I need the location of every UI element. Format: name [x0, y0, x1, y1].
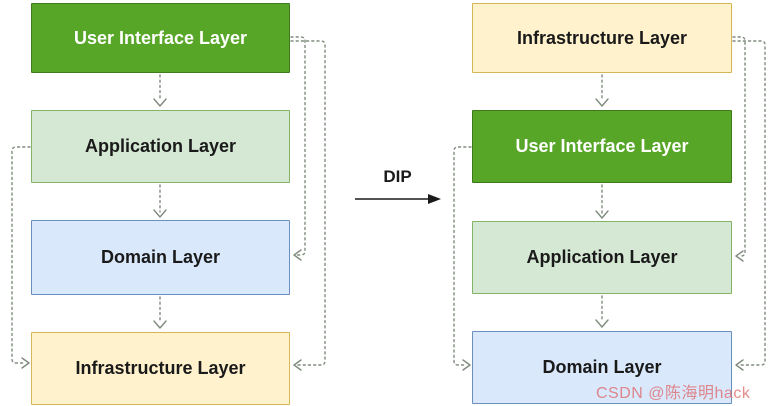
arrowhead-right-ui-to-app: [595, 210, 609, 219]
right-layer-domain-label: Domain Layer: [542, 357, 662, 377]
left-layer-domain-label: Domain Layer: [100, 247, 221, 267]
arrowhead-right-infra-to-domain: [735, 359, 744, 371]
left-layer-application-label: Application Layer: [84, 136, 237, 156]
right-layer-domain: Domain Layer: [472, 331, 732, 404]
arrowhead-left-domain-to-infra: [153, 320, 167, 329]
right-layer-infrastructure-label: Infrastructure Layer: [516, 27, 688, 48]
right-layer-user-interface-label: User Interface Layer: [515, 136, 689, 156]
arrowhead-left-ui-to-infra: [293, 359, 302, 371]
left-layer-domain: Domain Layer: [31, 220, 290, 295]
right-layer-user-interface: User Interface Layer: [472, 110, 732, 183]
connector-right-infra-to-app: [732, 36, 746, 257]
connector-left-app-to-infra: [11, 146, 31, 364]
left-layer-user-interface-label: User Interface Layer: [73, 27, 248, 48]
arrowhead-right-ui-to-domain: [462, 359, 471, 371]
arrowhead-right-infra-to-app: [735, 250, 744, 262]
connector-right-ui-to-domain: [453, 146, 472, 366]
left-layer-user-interface: User Interface Layer: [31, 3, 290, 73]
arrowhead-right-infra-to-ui: [595, 98, 609, 107]
dip-label: DIP: [383, 167, 412, 186]
connector-left-ui-to-infra: [290, 40, 326, 366]
right-layer-application: Application Layer: [472, 221, 732, 294]
dip-arrow: [355, 194, 441, 204]
left-layer-infrastructure-label: Infrastructure Layer: [75, 358, 246, 378]
right-layer-infrastructure: Infrastructure Layer: [472, 3, 732, 73]
left-layer-application: Application Layer: [31, 110, 290, 183]
arrowhead-left-app-to-domain: [153, 209, 167, 218]
arrowhead-left-ui-to-domain: [293, 249, 302, 261]
arrowhead-left-ui-to-app: [153, 98, 167, 107]
left-layer-infrastructure: Infrastructure Layer: [31, 332, 290, 405]
connector-right-infra-to-domain: [732, 40, 766, 366]
arrowhead-right-app-to-domain: [595, 319, 609, 328]
connector-left-ui-to-domain: [290, 36, 306, 256]
dip-arrowhead: [428, 194, 441, 204]
right-layer-application-label: Application Layer: [526, 247, 678, 267]
csdn-watermark: CSDN @陈海明hack: [596, 385, 751, 402]
arrowhead-left-app-to-infra: [21, 357, 30, 369]
